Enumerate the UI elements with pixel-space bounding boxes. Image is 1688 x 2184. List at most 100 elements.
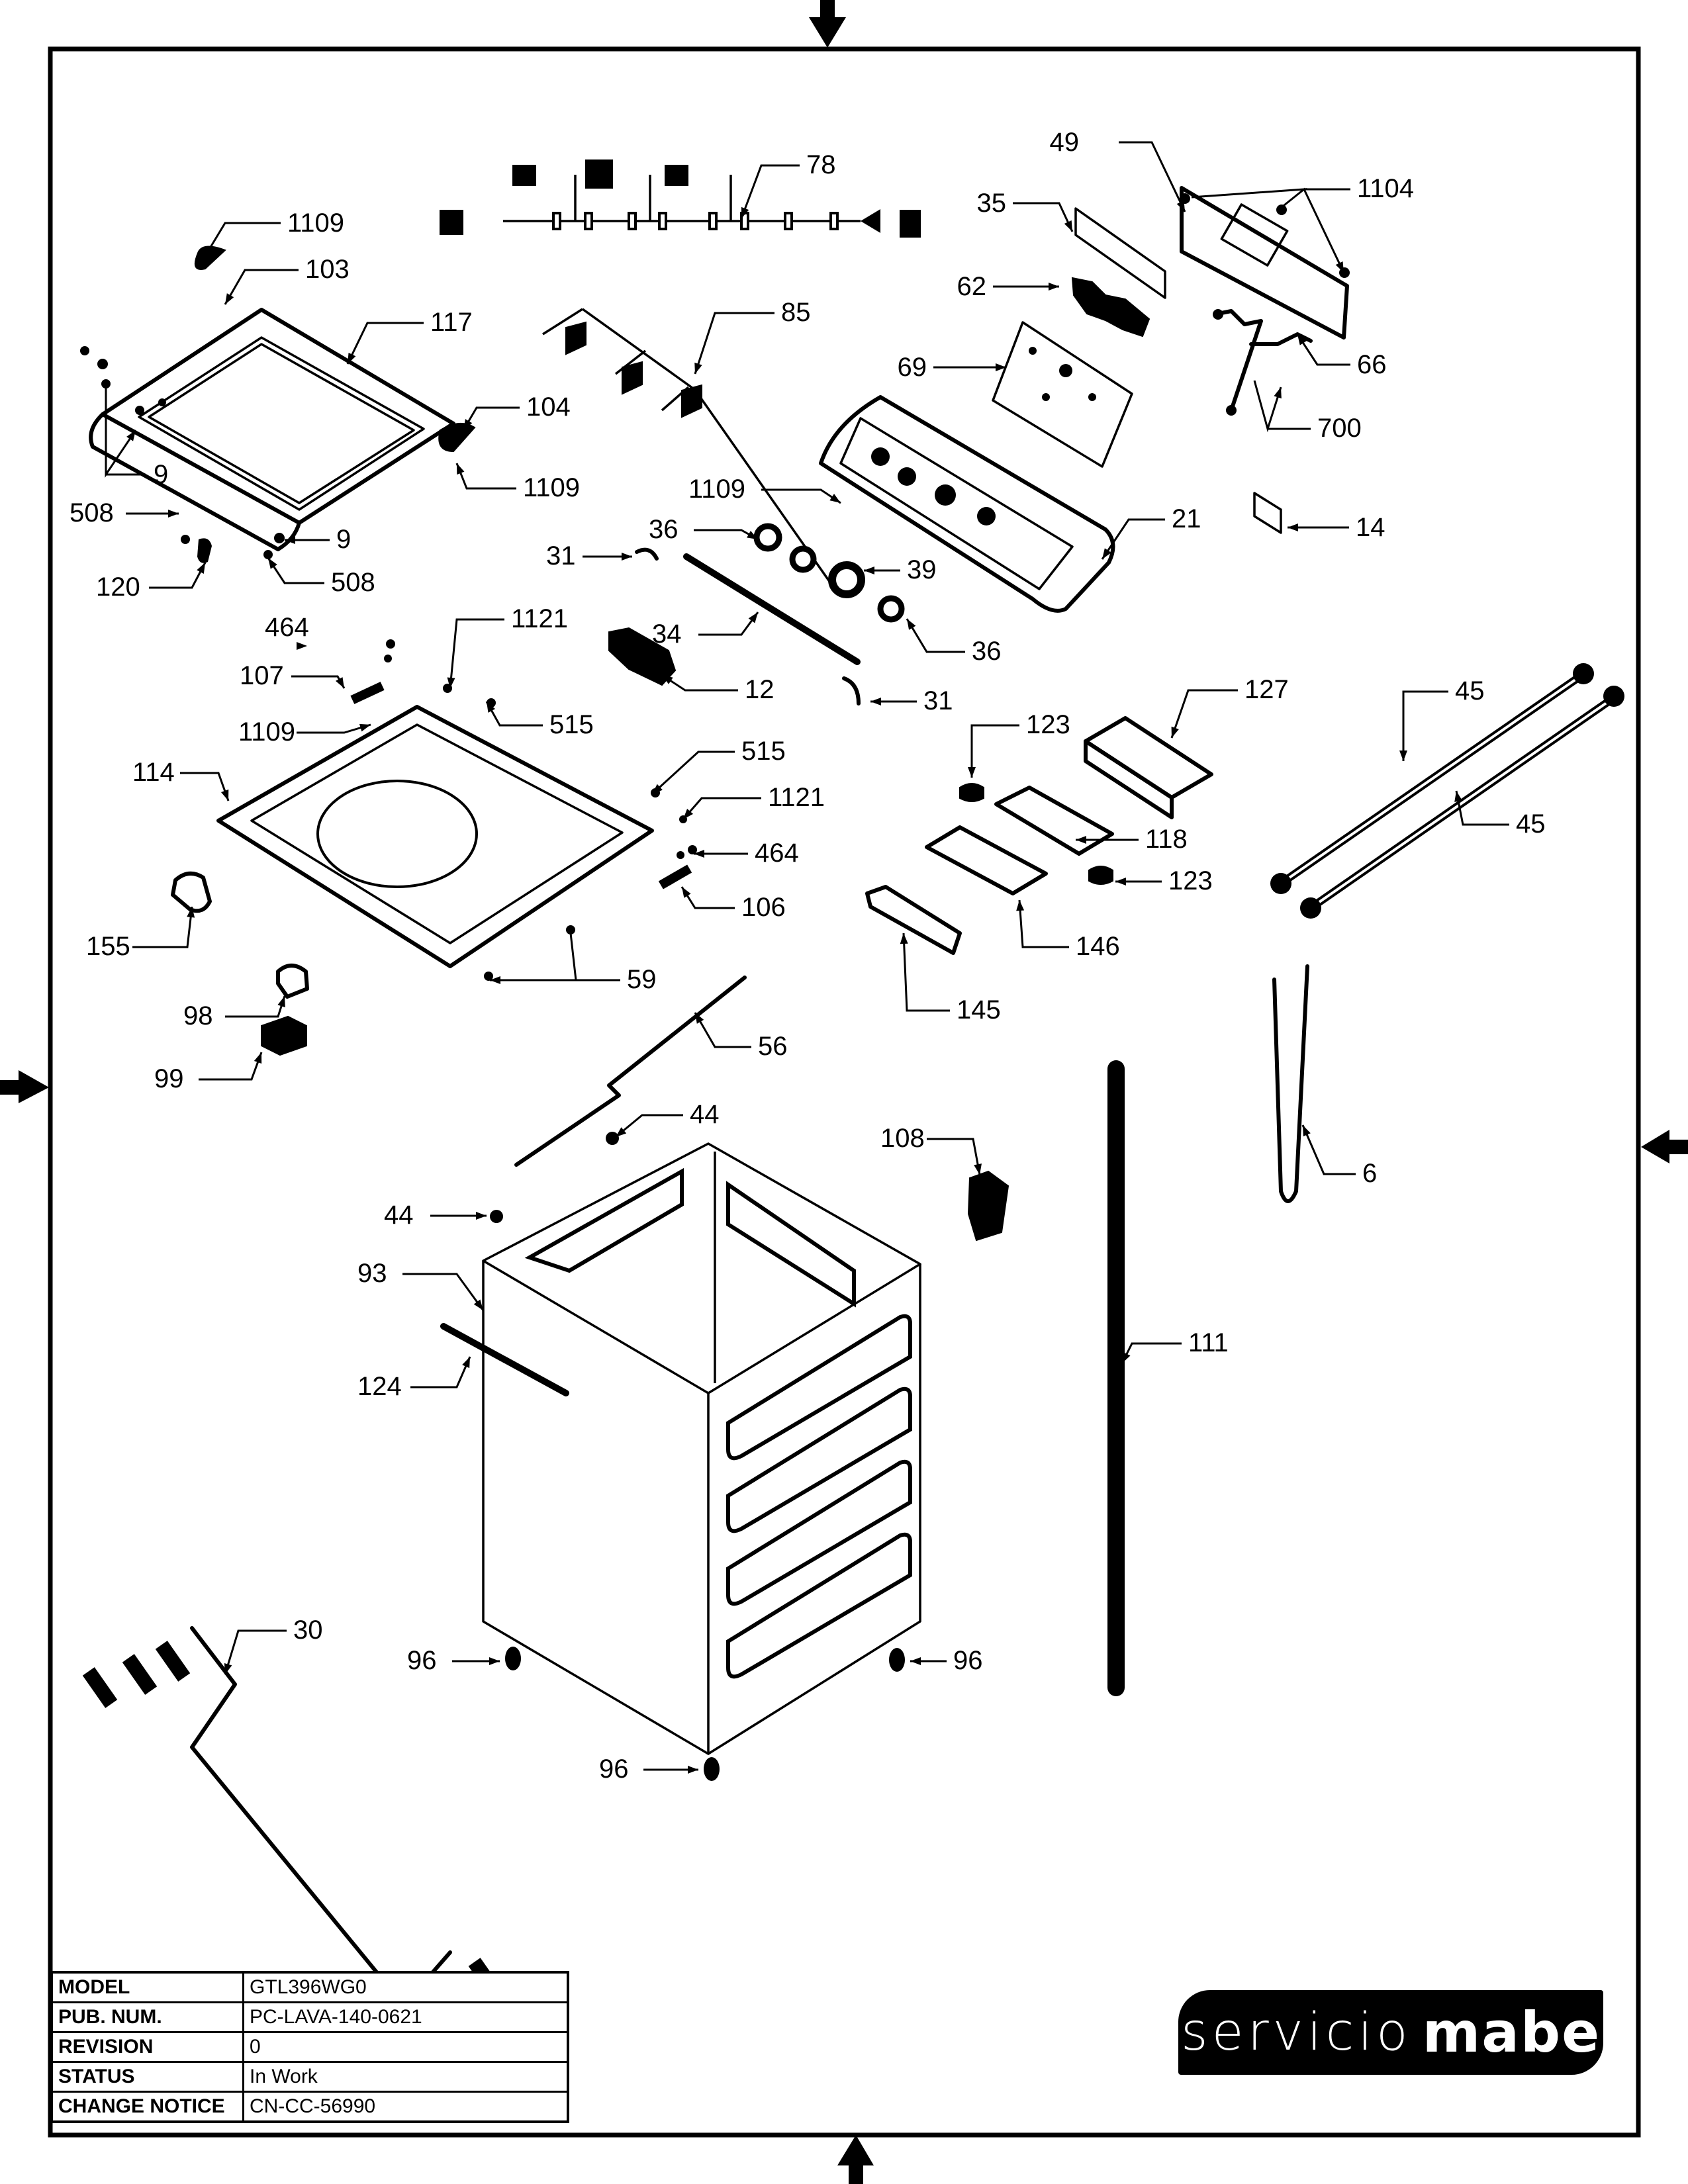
leader-line xyxy=(105,384,146,478)
part-display-window xyxy=(1074,207,1166,299)
callout-number: 34 xyxy=(652,619,682,649)
callout-107: 107 xyxy=(240,661,346,690)
part-main-harness xyxy=(440,159,921,238)
callout-145: 145 xyxy=(900,933,1001,1024)
callout-6: 6 xyxy=(1301,1124,1377,1188)
callout-31: 31 xyxy=(870,686,953,715)
leader-arrowhead-icon xyxy=(910,1657,921,1665)
leader-arrowhead-icon xyxy=(285,536,295,544)
callout-number: 508 xyxy=(331,568,375,597)
callout-21: 21 xyxy=(1101,504,1201,560)
part-leg xyxy=(704,1757,720,1781)
callout-number: 1121 xyxy=(768,783,825,812)
leader-line xyxy=(224,269,299,305)
part-cap-123 xyxy=(959,783,984,802)
callout-number: 78 xyxy=(806,150,836,179)
callout-number: 104 xyxy=(526,392,571,422)
leader-arrowhead-icon xyxy=(187,907,195,918)
leader-line xyxy=(1296,334,1350,366)
part-clip xyxy=(606,1132,619,1145)
callout-number: 98 xyxy=(183,1001,213,1030)
leader-line xyxy=(698,612,759,636)
status-value: In Work xyxy=(242,2061,569,2093)
leader-arrowhead-icon xyxy=(694,362,702,374)
part-panel-bracket xyxy=(1180,186,1350,340)
callout-464: 464 xyxy=(265,613,309,650)
leader-arrowhead-icon xyxy=(447,677,455,688)
leader-arrowhead-icon xyxy=(870,698,881,705)
callout-45: 45 xyxy=(1454,790,1546,839)
leader-arrowhead-icon xyxy=(197,563,205,574)
leader-arrowhead-icon xyxy=(1171,726,1179,738)
part-drain-hose-6 xyxy=(1272,964,1309,1203)
callout-85: 85 xyxy=(694,298,811,375)
leader-line xyxy=(1253,380,1311,433)
title-block-row-pub-num: PUB. NUM.PC-LAVA-140-0621 xyxy=(50,2001,569,2033)
leader-arrowhead-icon xyxy=(1335,261,1344,273)
part-leg xyxy=(505,1647,521,1670)
leader-arrowhead-icon xyxy=(476,1212,487,1220)
arrow-right-icon xyxy=(1641,1130,1688,1163)
leader-arrowhead-icon xyxy=(1454,791,1462,802)
leader-line xyxy=(267,557,324,584)
callout-number: 9 xyxy=(336,525,351,554)
leader-line xyxy=(694,529,759,541)
leader-line xyxy=(1121,1342,1182,1364)
callout-1104: 1104 xyxy=(1191,174,1414,273)
leader-arrowhead-icon xyxy=(202,250,211,261)
leader-line xyxy=(490,933,620,981)
callout-56: 56 xyxy=(694,1012,788,1061)
part-cap-123 xyxy=(1088,866,1113,885)
leader-arrowhead-icon xyxy=(463,419,473,430)
leader-arrowhead-icon xyxy=(1016,900,1025,911)
callout-114: 114 xyxy=(132,758,230,801)
callout-66: 66 xyxy=(1296,334,1387,379)
callout-127: 127 xyxy=(1170,675,1289,739)
leader-arrowhead-icon xyxy=(254,1052,262,1064)
callout-104: 104 xyxy=(462,392,571,431)
leader-arrowhead-icon xyxy=(335,677,344,688)
leader-line xyxy=(225,995,286,1018)
leader-line xyxy=(1119,141,1186,212)
revision-label: REVISION xyxy=(50,2031,244,2063)
callout-number: 85 xyxy=(781,298,811,327)
callout-number: 59 xyxy=(627,965,657,994)
leader-arrowhead-icon xyxy=(1102,548,1111,559)
part-dispenser-drawer xyxy=(925,825,1048,895)
callout-number: 93 xyxy=(357,1259,387,1288)
part-bracket xyxy=(171,872,212,913)
callout-111: 111 xyxy=(1121,1328,1229,1364)
model-value: GTL396WG0 xyxy=(242,1971,569,2003)
part-clip xyxy=(490,1210,503,1223)
model-label: MODEL xyxy=(50,1971,244,2003)
callout-45: 45 xyxy=(1399,676,1485,761)
leader-line xyxy=(1101,518,1165,560)
callout-number: 6 xyxy=(1362,1159,1377,1188)
callout-117: 117 xyxy=(346,308,473,365)
callout-155: 155 xyxy=(86,906,195,961)
callout-123: 123 xyxy=(968,710,1070,778)
callout-93: 93 xyxy=(357,1259,485,1311)
arrow-bottom-icon xyxy=(837,2135,874,2184)
callout-number: 700 xyxy=(1317,414,1362,443)
leader-line xyxy=(410,1356,471,1388)
leader-arrowhead-icon xyxy=(968,767,976,778)
leader-line xyxy=(680,886,735,909)
callout-number: 117 xyxy=(430,308,473,337)
callout-515: 515 xyxy=(485,701,594,739)
servicio-mabe-logo: servicio mabe xyxy=(1178,1990,1603,2075)
callout-515: 515 xyxy=(651,737,786,796)
logo-word-servicio: servicio xyxy=(1180,2003,1412,2062)
callout-118: 118 xyxy=(1076,825,1188,854)
part-lock xyxy=(261,1015,307,1056)
callout-36: 36 xyxy=(649,515,759,544)
leader-arrowhead-icon xyxy=(829,494,841,503)
callout-number: 96 xyxy=(953,1646,983,1675)
leader-line xyxy=(201,222,281,262)
callout-59: 59 xyxy=(490,933,657,994)
callout-464: 464 xyxy=(694,839,799,868)
callout-30: 30 xyxy=(224,1615,323,1675)
callout-number: 123 xyxy=(1026,710,1070,739)
leader-line xyxy=(651,751,735,796)
